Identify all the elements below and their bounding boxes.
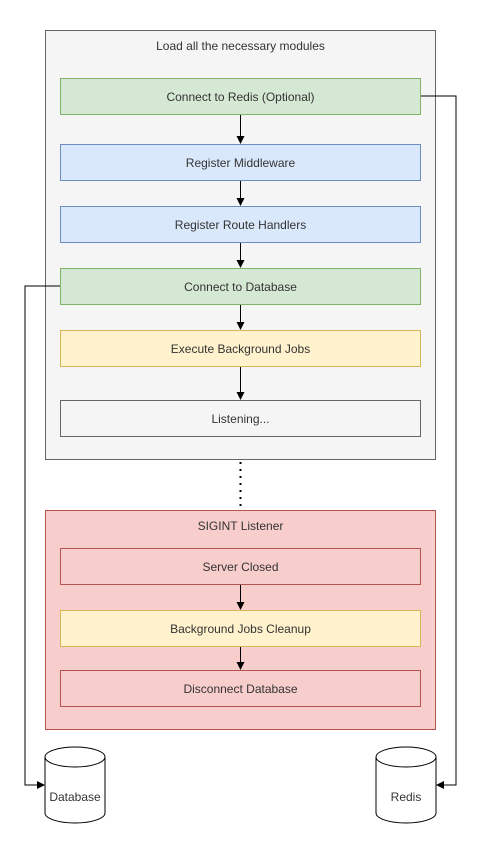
listening-step: Listening... — [60, 400, 421, 437]
server-closed-step: Server Closed — [60, 548, 421, 585]
execute-background-jobs-step: Execute Background Jobs — [60, 330, 421, 367]
register-middleware-step: Register Middleware — [60, 144, 421, 181]
disconnect-database-step: Disconnect Database — [60, 670, 421, 707]
database-cylinder — [44, 746, 106, 824]
database-store-label: Database — [49, 790, 101, 804]
connect-redis-step: Connect to Redis (Optional) — [60, 78, 421, 115]
redis-cylinder — [375, 746, 437, 824]
connect-database-step: Connect to Database — [60, 268, 421, 305]
background-jobs-cleanup-step: Background Jobs Cleanup — [60, 610, 421, 647]
sigint-group-title: SIGINT Listener — [197, 519, 284, 533]
register-route-handlers-step: Register Route Handlers — [60, 206, 421, 243]
redis-store-label: Redis — [390, 790, 422, 804]
startup-group-title: Load all the necessary modules — [156, 39, 325, 53]
